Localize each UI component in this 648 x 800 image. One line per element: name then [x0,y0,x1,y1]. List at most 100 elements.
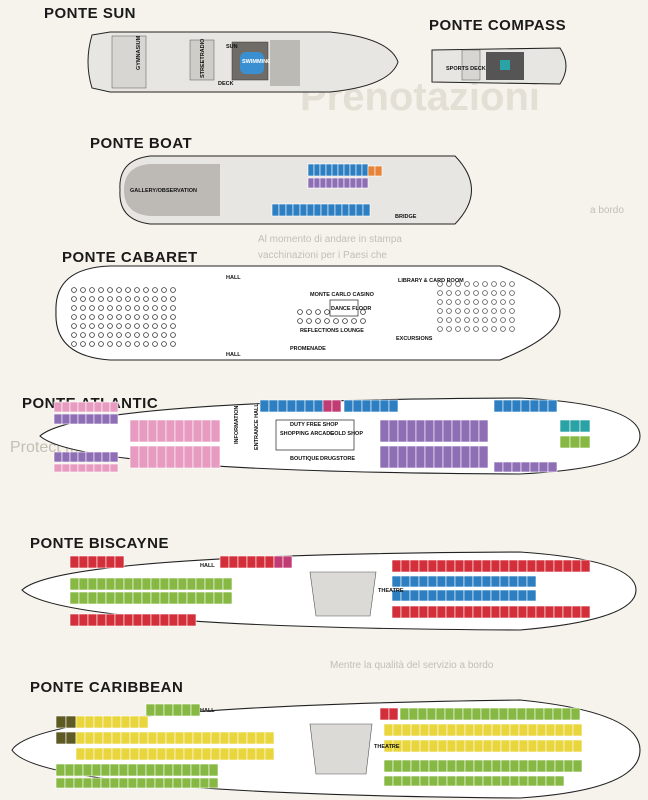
cabin [545,739,556,753]
cabin [264,747,275,761]
table-seat [71,332,77,338]
cabin [442,445,453,469]
cabin [199,763,210,777]
cabin [210,419,221,443]
cabin [183,731,194,745]
caribbean-theatre-label: THEATRE [374,744,400,750]
cabin [491,739,502,753]
boutique-label: BOUTIQUE [290,456,319,462]
table-seat [80,296,86,302]
cabin [415,419,426,443]
table-seat [360,309,366,315]
table-seat [80,314,86,320]
cabin [572,723,583,737]
table-seat [107,305,113,311]
cabin [65,715,77,729]
cabin [331,399,342,413]
cabin [361,163,369,177]
table-seat [473,281,479,287]
gymnasium-label: GYMNASIUM [136,35,142,70]
deck-atlantic: PONTE ATLANTIC DUTY FREE SHOP SHOPPING A… [22,395,641,475]
dance-floor [329,299,359,317]
table-seat [71,314,77,320]
cabin [552,707,563,721]
table-seat [500,290,506,296]
table-seat [437,317,443,323]
cabin [114,577,125,591]
cabin [498,707,509,721]
cabin [490,589,501,602]
cabin [93,715,104,729]
cabin [123,613,134,627]
cabin [493,399,504,413]
cabin [383,775,394,787]
swimming-pool [240,52,264,74]
table-seat [437,308,443,314]
table-seat [491,281,497,287]
cabin [410,723,421,737]
cabin [183,445,194,469]
cabin [392,775,403,787]
table-seat [500,317,506,323]
cabin [327,203,336,217]
cabin [508,605,519,619]
cabin [237,555,248,569]
cabin [454,589,465,602]
cabin [499,575,510,588]
cabin [174,747,185,761]
table-seat [125,305,131,311]
streetradio-label: STREETRADIO [200,38,206,78]
sports-deck-area [461,49,481,81]
cabin [427,575,438,588]
cabin [481,559,492,573]
cabin [362,203,371,217]
cabin [580,559,591,573]
table-seat [455,290,461,296]
table-seat [351,318,357,324]
cabin [102,747,113,761]
cabin [204,577,215,591]
cabin [401,759,412,773]
cabin [195,577,206,591]
shopping-arcade [275,419,355,451]
cabin [379,707,390,721]
cabin [282,555,293,569]
cabin [127,763,138,777]
cabin [526,605,537,619]
cabin [195,591,206,605]
table-seat [116,296,122,302]
cabin [313,177,321,189]
cabin [174,445,185,469]
table-seat [134,305,140,311]
cabin [526,559,537,573]
table-seat [143,323,149,329]
cabin [123,591,134,605]
table-seat [482,281,488,287]
table-seat [464,308,470,314]
cabin [418,559,429,573]
table-seat [98,323,104,329]
cabin [69,451,79,463]
table-seat [170,287,176,293]
cabaret-deck-outline [55,265,561,361]
table-seat [125,323,131,329]
cabin [520,399,531,413]
table-seat [161,305,167,311]
cabin [87,591,98,605]
table-seat [491,326,497,332]
table-seat [98,305,104,311]
biscayne-theatre-label: THEATRE [378,588,404,594]
cabin [379,399,390,413]
cabin [295,399,306,413]
table-seat [437,290,443,296]
cabin [199,777,210,789]
cabin [419,739,430,753]
cabin [529,399,540,413]
cabin [442,419,453,443]
cabin [61,413,71,425]
cabin [147,445,158,469]
table-seat [98,296,104,302]
table-seat [152,296,158,302]
deck-title-caribbean: PONTE CARIBBEAN [30,679,183,696]
cabin [120,747,131,761]
